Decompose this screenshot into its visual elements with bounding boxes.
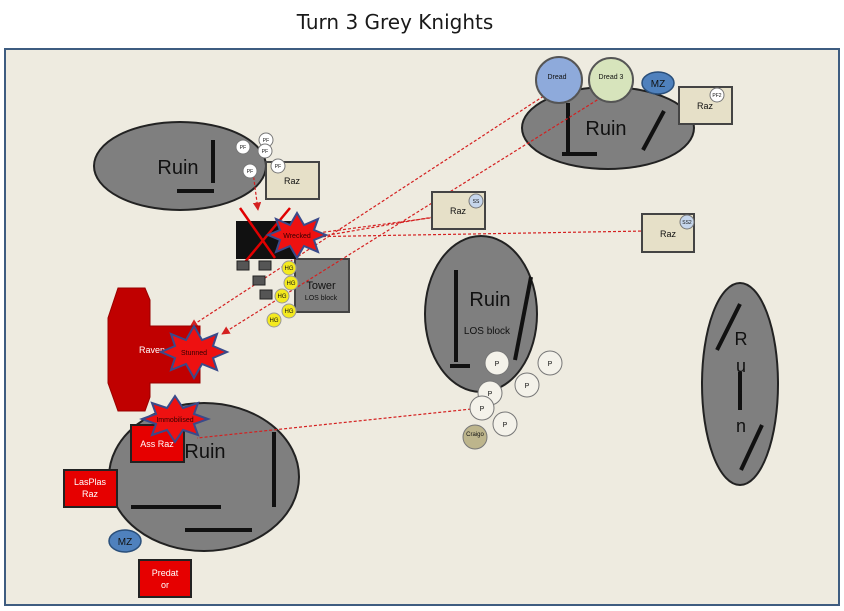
ss2-unit[interactable]: SS2 [679, 214, 695, 230]
dread-label: Dread [547, 74, 566, 81]
p-marker[interactable]: P [492, 411, 518, 437]
ruin-label: Ruin [585, 118, 626, 140]
raz-label: Raz [450, 206, 467, 216]
stunned-explosion: Stunned [158, 323, 230, 381]
ruin-topleft: Ruin [93, 121, 267, 211]
p-marker[interactable]: P [484, 350, 510, 376]
ruin-letter: n [736, 416, 746, 436]
raven-unit[interactable]: Raven [107, 287, 201, 412]
lasplas-label-line1: LasPlas [74, 477, 107, 487]
ruin-letter: u [736, 356, 746, 376]
ruin-letter: R [735, 329, 748, 349]
p-marker[interactable]: P [514, 372, 540, 398]
hg-marker[interactable]: HG [266, 312, 282, 328]
wrecked-label: Wrecked [283, 233, 311, 240]
stunned-label: Stunned [181, 350, 207, 357]
dread-unit[interactable]: Dread [535, 56, 583, 104]
wrecked-explosion: Wrecked [265, 211, 329, 260]
raz-label: Raz [697, 101, 714, 111]
predator-unit[interactable]: Predat or [138, 559, 192, 598]
svg-text:HG: HG [285, 266, 294, 272]
svg-text:PF: PF [263, 138, 269, 144]
mz-label: MZ [118, 537, 132, 548]
los-block-note: LOS block [464, 326, 511, 337]
mz-top-unit[interactable]: MZ [641, 71, 675, 95]
craigo-label: Craigo [466, 432, 484, 438]
raven-label: Raven [139, 345, 165, 355]
mz-label: MZ [651, 79, 665, 90]
immobilised-label: Immobilised [156, 417, 193, 424]
raz-label: Raz [660, 229, 677, 239]
ruin-label: Ruin [157, 157, 198, 179]
tower-label: Tower [306, 280, 336, 292]
ruin-center: Ruin LOS block [424, 235, 538, 393]
ss-label: SS [473, 199, 480, 205]
svg-text:HG: HG [287, 281, 296, 287]
pf-marker[interactable]: PF [270, 158, 286, 174]
tower-note: LOS block [305, 295, 338, 302]
lasplas-label-line2: Raz [82, 489, 99, 499]
pf-marker[interactable]: PF [242, 163, 258, 179]
svg-text:PF: PF [247, 169, 253, 175]
pf2-label: PF2 [712, 93, 721, 99]
svg-text:P: P [525, 383, 530, 390]
hg-marker[interactable]: HG [281, 303, 297, 319]
ass-raz-label: Ass Raz [140, 439, 174, 449]
mz-bottom-unit[interactable]: MZ [108, 529, 142, 553]
immobilised-explosion: Immobilised [139, 394, 211, 444]
svg-text:P: P [495, 361, 500, 368]
ruin-right: R u i n [701, 282, 779, 486]
page-title: Turn 3 Grey Knights [296, 10, 494, 34]
raz-label: Raz [284, 176, 301, 186]
lasplas-raz-unit[interactable]: LasPlas Raz [63, 469, 118, 508]
predator-label-line1: Predat [152, 568, 179, 578]
hg-marker[interactable]: HG [283, 275, 299, 291]
craigo-unit[interactable]: Craigo [462, 424, 488, 450]
svg-text:P: P [503, 422, 508, 429]
pf2-unit[interactable]: PF2 [709, 87, 725, 103]
svg-text:HG: HG [278, 294, 287, 300]
pf-marker[interactable]: PF [235, 139, 251, 155]
ruin-label: Ruin [469, 289, 510, 311]
svg-text:P: P [488, 391, 493, 398]
ss2-label: SS2 [682, 220, 692, 226]
predator-label-line2: or [161, 580, 169, 590]
svg-text:HG: HG [285, 309, 294, 315]
p-marker[interactable]: P [469, 395, 495, 421]
ruin-label: Ruin [184, 441, 225, 463]
hg-marker[interactable]: HG [281, 260, 297, 276]
hg-marker[interactable]: HG [274, 288, 290, 304]
svg-text:PF: PF [275, 164, 281, 170]
p-marker[interactable]: P [537, 350, 563, 376]
pf-marker[interactable]: PF [257, 143, 273, 159]
svg-text:P: P [480, 406, 485, 413]
svg-text:PF: PF [240, 145, 246, 151]
ss-unit[interactable]: SS [468, 193, 484, 209]
svg-text:PF: PF [262, 149, 268, 155]
svg-text:HG: HG [270, 318, 279, 324]
dread3-label: Dread 3 [599, 74, 624, 81]
tower: Tower LOS block [294, 258, 350, 313]
ruin-letter: i [739, 388, 743, 408]
svg-text:P: P [548, 361, 553, 368]
dread3-unit[interactable]: Dread 3 [588, 57, 634, 103]
